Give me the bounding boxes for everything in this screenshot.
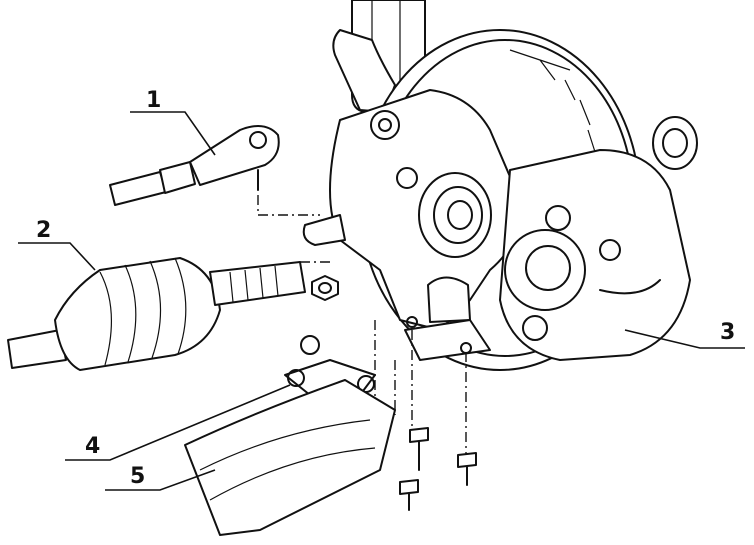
leader-lines: [18, 111, 745, 491]
hub-nut: [652, 116, 698, 170]
leader-4: [65, 384, 291, 461]
leader-5: [105, 469, 216, 491]
tie-rod-end: [109, 125, 280, 206]
assembly-lines: [257, 195, 467, 455]
brake-caliper: [499, 149, 691, 361]
leader-2: [18, 242, 96, 271]
drive-shaft: [7, 257, 306, 371]
steering-knuckle: [302, 89, 522, 331]
splash-shield: [184, 379, 396, 536]
bolts: [399, 427, 477, 511]
leader-3: [624, 329, 745, 349]
callout-1: 1: [146, 88, 162, 113]
hex-nut: [311, 275, 339, 301]
callout-3: 3: [720, 320, 736, 345]
callout-4: 4: [85, 434, 101, 459]
callout-5: 5: [130, 464, 146, 489]
leader-1: [130, 111, 216, 156]
callout-2: 2: [36, 218, 52, 243]
ball-joint: [404, 276, 491, 361]
